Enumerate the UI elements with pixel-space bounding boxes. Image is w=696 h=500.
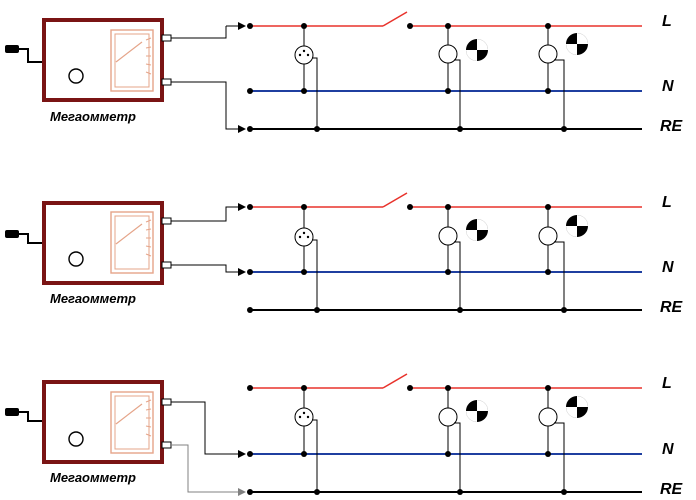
- switch-icon: [382, 192, 408, 208]
- lamp-2: [538, 207, 588, 310]
- socket-marker-icon: [566, 396, 588, 418]
- lamp-1: [438, 26, 488, 129]
- label-L: L: [662, 375, 672, 392]
- terminal-bottom: [161, 261, 172, 269]
- socket-marker-icon: [466, 400, 488, 422]
- terminal-bottom: [161, 78, 172, 86]
- junction-dots: [247, 23, 567, 132]
- socket-icon: [294, 207, 318, 310]
- device-label: Мегаомметр: [50, 109, 136, 124]
- scheme-2: Мегаомметр: [5, 192, 684, 316]
- terminal-top: [161, 34, 172, 42]
- terminal-top: [161, 398, 172, 406]
- megohmmeter: Мегаомметр: [5, 380, 172, 485]
- plug-icon: [5, 45, 19, 53]
- lead-top: [171, 206, 238, 222]
- meter-knob-icon: [68, 68, 84, 84]
- device-label: Мегаомметр: [50, 291, 136, 306]
- power-cable: [19, 48, 44, 63]
- socket-marker-icon: [466, 219, 488, 241]
- label-N: N: [662, 78, 674, 95]
- terminal-top: [161, 217, 172, 225]
- label-N: N: [662, 441, 674, 458]
- socket-marker-icon: [566, 33, 588, 55]
- lead-bottom: [171, 444, 238, 493]
- socket-icon: [294, 26, 318, 129]
- switch-icon: [382, 373, 408, 389]
- lead-top: [171, 26, 227, 39]
- label-L: L: [662, 13, 672, 30]
- socket-marker-icon: [566, 215, 588, 237]
- meter-knob-icon: [68, 431, 84, 447]
- power-cable: [19, 233, 44, 244]
- label-RE: RE: [660, 118, 684, 135]
- lead-top: [171, 401, 238, 455]
- device-label: Мегаомметр: [50, 470, 136, 485]
- plug-icon: [5, 408, 19, 416]
- lamp-2: [538, 26, 588, 129]
- junction-dots: [247, 204, 567, 313]
- scheme-1: Мегаомметр: [5, 11, 684, 135]
- meter-dial-icon: [110, 29, 154, 92]
- meter-dial-icon: [110, 391, 154, 454]
- lead-bottom: [171, 264, 238, 273]
- meter-knob-icon: [68, 251, 84, 267]
- lamp-1: [438, 207, 488, 310]
- switch-icon: [382, 11, 408, 27]
- scheme-3: Мегаомметр: [5, 373, 684, 498]
- megohmmeter: Мегаомметр: [5, 201, 172, 306]
- power-cable: [19, 411, 44, 422]
- meter-dial-icon: [110, 211, 154, 274]
- label-L: L: [662, 194, 672, 211]
- terminal-bottom: [161, 441, 172, 449]
- plug-icon: [5, 230, 19, 238]
- megohmmeter: Мегаомметр: [5, 18, 172, 124]
- lamp-1: [438, 388, 488, 492]
- label-RE: RE: [660, 481, 684, 498]
- label-RE: RE: [660, 299, 684, 316]
- junction-dots: [247, 385, 567, 495]
- label-N: N: [662, 259, 674, 276]
- socket-marker-icon: [466, 39, 488, 61]
- lead-bottom: [171, 81, 238, 130]
- lamp-2: [538, 388, 588, 492]
- socket-icon: [294, 388, 318, 492]
